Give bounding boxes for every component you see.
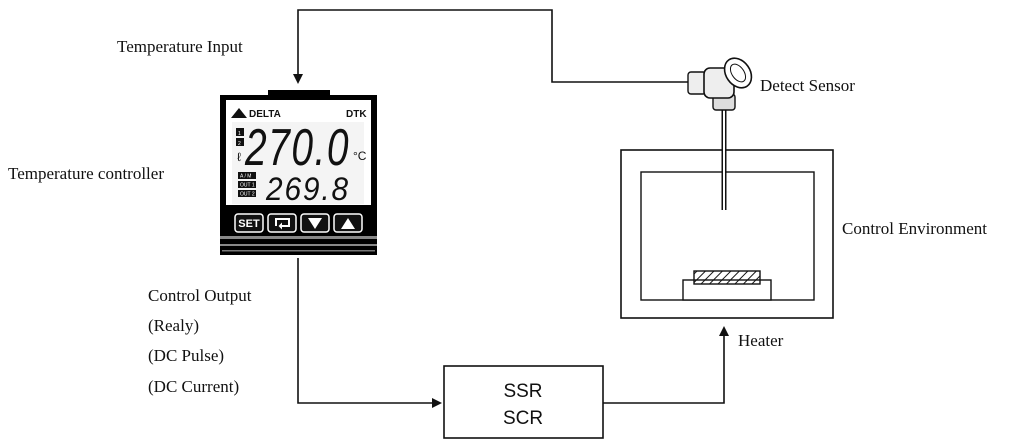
up-triangle-icon: [341, 218, 355, 229]
ssr-scr-box: SSR SCR: [443, 365, 604, 439]
output-option-dc-current: (DC Current): [148, 377, 239, 396]
brand-name: DELTA: [249, 109, 281, 120]
cycle-icon: [275, 218, 290, 227]
up-button[interactable]: [333, 213, 363, 233]
temperature-input-wire: [293, 9, 688, 84]
control-environment-enclosure: [620, 149, 834, 319]
control-output-wire: [297, 258, 442, 408]
status-out1: OUT 1: [240, 183, 255, 189]
cycle-button[interactable]: [267, 213, 297, 233]
set-button[interactable]: SET: [234, 213, 264, 233]
indicator-2: 2: [238, 141, 241, 147]
scr-label: SCR: [503, 408, 543, 429]
thermometer-icon: ℓ: [237, 150, 241, 164]
heater-element: [682, 270, 772, 301]
temperature-controller-label: Temperature controller: [8, 164, 164, 183]
heater-label: Heater: [738, 331, 784, 350]
detect-sensor-label: Detect Sensor: [760, 76, 855, 95]
indicator-1: 1: [238, 131, 241, 137]
output-option-dc-pulse: (DC Pulse): [148, 346, 224, 365]
temperature-input-label: Temperature Input: [117, 37, 243, 56]
delta-logo-icon: [231, 108, 247, 118]
process-value: 270.0: [244, 119, 350, 177]
ssr-label: SSR: [503, 381, 542, 402]
control-output-label: Control Output: [148, 286, 252, 305]
heater-drive-wire: [603, 326, 729, 404]
control-environment-label: Control Environment: [842, 219, 987, 238]
temperature-controller-device: DELTA DTK 1 2 ℓ 270.0 °C A / M OUT 1 OUT…: [220, 90, 377, 255]
detect-sensor: [687, 57, 753, 210]
svg-text:SET: SET: [238, 218, 260, 230]
model-name: DTK: [346, 109, 367, 120]
unit-label: °C: [353, 149, 367, 163]
status-out2: OUT 2: [240, 192, 255, 198]
output-option-relay: (Realy): [148, 316, 199, 335]
status-am: A / M: [240, 174, 251, 180]
down-button[interactable]: [300, 213, 330, 233]
set-value: 269.8: [265, 171, 350, 207]
down-triangle-icon: [308, 218, 322, 229]
